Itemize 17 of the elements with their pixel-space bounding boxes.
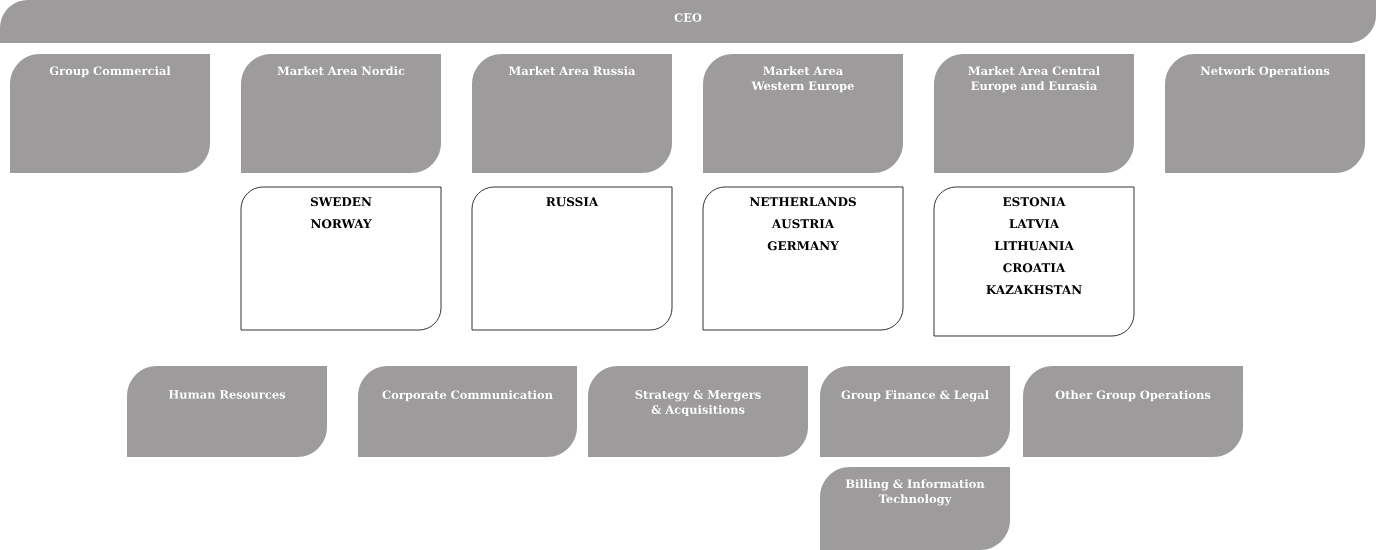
unit-box: Market Area Central Europe and Eurasia	[934, 54, 1134, 173]
unit-box: Market Area Russia	[472, 54, 672, 173]
country-box: ESTONIA LATVIA LITHUANIA CROATIA KAZAKHSTAN	[933, 186, 1135, 337]
unit-box: Network Operations	[1165, 54, 1365, 173]
unit-box: Billing & Information Technology	[820, 467, 1010, 550]
unit-box: Human Resources	[127, 366, 327, 457]
country-box: RUSSIA	[471, 186, 673, 331]
unit-box: Strategy & Mergers & Acquisitions	[588, 366, 808, 457]
country-box: SWEDEN NORWAY	[240, 186, 442, 331]
unit-box: Market Area Nordic	[241, 54, 441, 173]
unit-box: Corporate Communication	[358, 366, 577, 457]
unit-box: Group Finance & Legal	[820, 366, 1010, 457]
unit-box: Group Commercial	[10, 54, 210, 173]
unit-box: CEO	[0, 0, 1376, 43]
unit-box: Other Group Operations	[1023, 366, 1243, 457]
unit-box: Market Area Western Europe	[703, 54, 903, 173]
country-box: NETHERLANDS AUSTRIA GERMANY	[702, 186, 904, 331]
